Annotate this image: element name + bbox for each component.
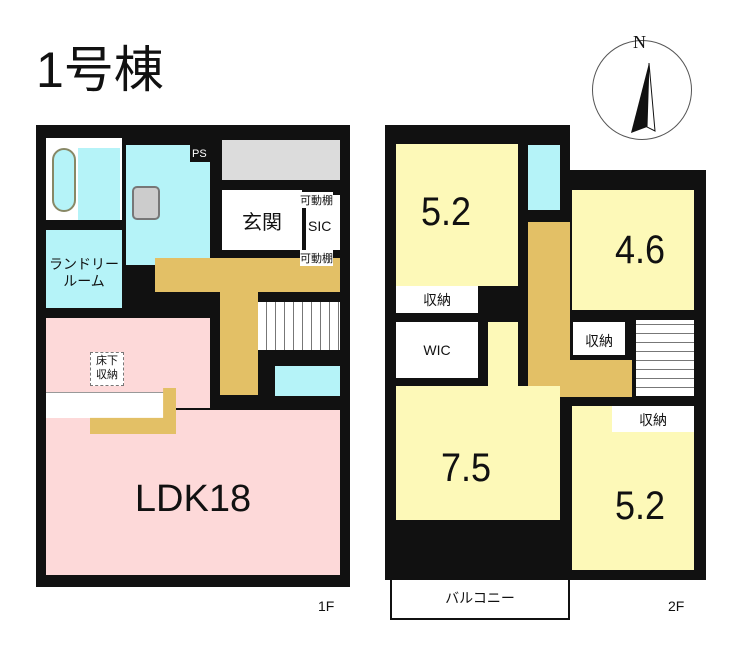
wic-label: WIC bbox=[423, 342, 451, 358]
laundry-label-line2: ルーム bbox=[63, 273, 105, 289]
laundry-label: ランドリールーム bbox=[46, 256, 122, 290]
compass-north-label: N bbox=[633, 32, 646, 52]
storage-nw bbox=[396, 286, 478, 313]
underfloor-label-line1: 床下 bbox=[96, 355, 118, 367]
bedroom-se-size: 5.2 bbox=[614, 484, 666, 528]
ps-label: PS bbox=[192, 148, 207, 160]
shelf-top-label: 可動棚 bbox=[300, 192, 333, 208]
balcony-label: バルコニー bbox=[445, 590, 515, 606]
wic bbox=[396, 322, 478, 378]
underfloor-label: 床下収納 bbox=[90, 354, 124, 382]
entrance-label: 玄関 bbox=[242, 212, 282, 234]
laundry-room bbox=[46, 230, 122, 308]
bedroom-ne bbox=[572, 190, 694, 310]
bedroom-ne-size: 4.6 bbox=[614, 228, 666, 272]
bedroom-se bbox=[572, 406, 694, 570]
staircase bbox=[258, 302, 340, 350]
entrance-hall bbox=[222, 190, 302, 250]
north-arrow-icon bbox=[631, 62, 656, 133]
floor-2-label: 2F bbox=[668, 598, 685, 614]
toilet-2f bbox=[528, 145, 560, 210]
ldk-label: LDK18 bbox=[134, 478, 252, 520]
storage-ne bbox=[573, 322, 625, 355]
toilet bbox=[275, 366, 340, 396]
kitchen-counter bbox=[46, 392, 176, 418]
storage-se bbox=[612, 406, 694, 432]
storage-nw-label: 収納 bbox=[423, 292, 451, 308]
shelf-bottom-label: 可動棚 bbox=[300, 250, 333, 266]
underfloor-storage bbox=[90, 352, 124, 386]
bedroom-nw bbox=[396, 144, 518, 286]
bathtub-icon bbox=[52, 148, 76, 212]
bedroom-sw bbox=[396, 386, 560, 520]
sic-label: SIC bbox=[308, 218, 332, 234]
underfloor-label-line2: 収納 bbox=[96, 369, 118, 381]
entrance-porch bbox=[222, 140, 340, 180]
floor-1-label: 1F bbox=[318, 598, 335, 614]
sink-icon bbox=[132, 186, 160, 220]
compass bbox=[592, 40, 692, 140]
building-title: 1号棟 bbox=[36, 42, 164, 98]
storage-ne-label: 収納 bbox=[585, 333, 613, 349]
laundry-label-line1: ランドリー bbox=[49, 256, 119, 272]
staircase-2f bbox=[636, 320, 694, 396]
bedroom-nw-size: 5.2 bbox=[420, 190, 472, 234]
storage-se-label: 収納 bbox=[639, 412, 667, 428]
bedroom-sw-size: 7.5 bbox=[440, 446, 492, 490]
